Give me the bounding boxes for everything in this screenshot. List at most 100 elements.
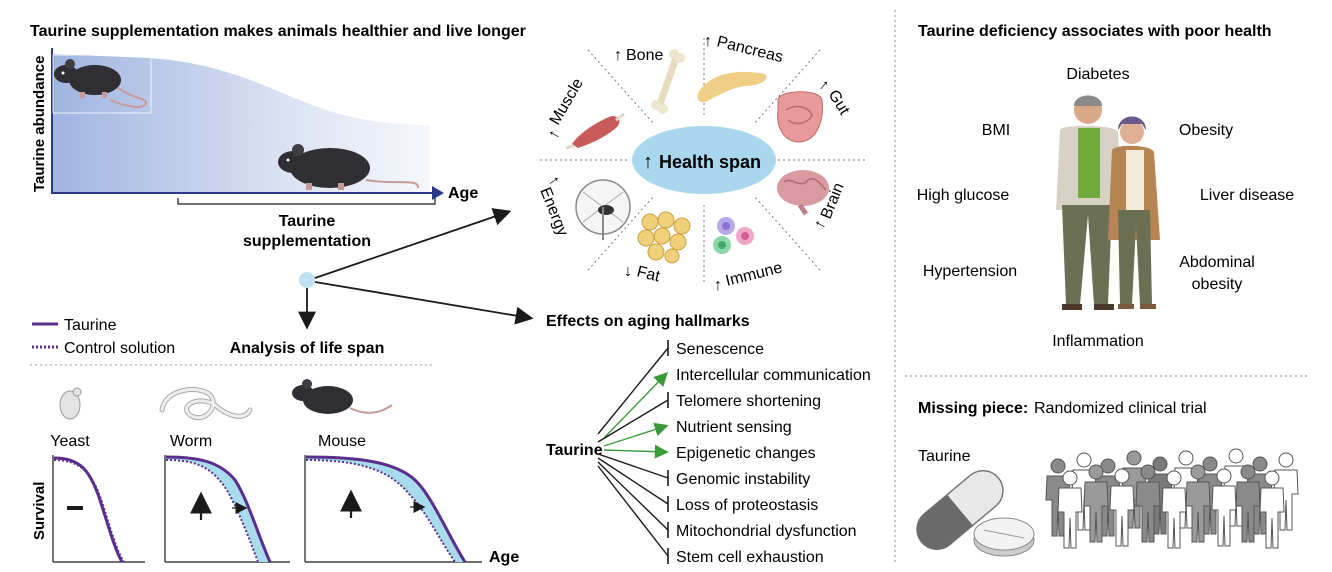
- tablet-icon: [973, 517, 1035, 557]
- person-icon: [1161, 470, 1187, 549]
- hallmark-connector: [603, 422, 669, 447]
- supplementation-label-1: Taurine: [279, 213, 336, 230]
- capsule-icon: [916, 469, 1004, 551]
- person-icon: [1185, 464, 1211, 543]
- organ-label-pancreas: Pancreas: [715, 33, 785, 66]
- person-icon: [1057, 470, 1083, 549]
- left-panel-title: Taurine supplementation makes animals he…: [30, 23, 526, 40]
- immune-cells-icon: [713, 217, 754, 254]
- supplementation-label-2: supplementation: [243, 233, 371, 250]
- person-icon: [1235, 464, 1261, 543]
- hallmark-connector: [597, 399, 669, 443]
- condition-liver-disease: Liver disease: [1200, 187, 1294, 204]
- couple-illustration: [1056, 95, 1160, 310]
- arrow-to-hallmarks: [314, 281, 534, 325]
- hallmark-lines: [597, 340, 669, 564]
- condition-high-glucose: High glucose: [917, 187, 1010, 204]
- hallmark-connector: [603, 371, 668, 439]
- organ-arrow-fat: ↓: [624, 263, 632, 280]
- lifespan-title: Analysis of life span: [230, 340, 385, 357]
- organ-arrow-pancreas: ↑: [704, 33, 712, 50]
- person-icon: [1083, 464, 1109, 543]
- crowd-illustration: [1045, 448, 1299, 549]
- organ-label-energy: Energy: [536, 185, 571, 238]
- person-icon: [1109, 468, 1135, 547]
- right-panel-title: Taurine deficiency associates with poor …: [918, 23, 1272, 40]
- yeast-icon: [59, 387, 82, 420]
- healthspan-arrow: ↑: [643, 151, 653, 173]
- person-icon: [1211, 468, 1237, 547]
- supplementation-bracket: [177, 198, 436, 205]
- organ-arrow-bone: ↑: [614, 47, 622, 64]
- organ-arrow-gut: ↑: [815, 76, 832, 94]
- condition-inflammation: Inflammation: [1052, 333, 1144, 350]
- organ-label-bone: Bone: [626, 47, 663, 64]
- fat-cells-icon: [637, 211, 691, 264]
- hallmark-connector: [597, 465, 669, 557]
- condition-abdominal-1: Abdominal: [1179, 254, 1255, 271]
- hallmark-item-label: Mitochondrial dysfunction: [676, 523, 857, 540]
- pill-label: Taurine: [918, 448, 971, 465]
- person-icon: [1135, 464, 1161, 543]
- hallmark-connector: [597, 453, 669, 479]
- survival-plot-yeast: [52, 455, 145, 563]
- branch-node: [299, 272, 315, 288]
- healthspan-label: Health span: [659, 152, 761, 172]
- condition-abdominal-2: obesity: [1192, 276, 1243, 293]
- survival-plot-mouse: [304, 455, 482, 563]
- condition-bmi: BMI: [982, 122, 1010, 139]
- organ-label-muscle: Muscle: [547, 76, 587, 128]
- legend-taurine: Taurine: [64, 317, 117, 334]
- brain-icon: [777, 170, 829, 216]
- hallmark-item-label: Stem cell exhaustion: [676, 549, 824, 566]
- no-change-marker: [67, 506, 83, 510]
- organ-arrow-muscle: ↑: [545, 127, 564, 142]
- survival-plot-worm: [164, 455, 290, 563]
- abundance-chart: Age Taurine abundance: [31, 48, 478, 202]
- abundance-y-label: Taurine abundance: [31, 56, 48, 192]
- hallmark-item-label: Intercellular communication: [676, 367, 871, 384]
- bone-icon: [651, 49, 685, 114]
- organ-label-fat: Fat: [635, 263, 662, 285]
- hallmark-connector: [597, 347, 669, 435]
- hallmark-item-label: Epigenetic changes: [676, 445, 816, 462]
- x-axis-arrowhead: [432, 186, 444, 200]
- abundance-x-label: Age: [448, 185, 478, 202]
- condition-hypertension: Hypertension: [923, 263, 1017, 280]
- organ-arrow-immune: ↑: [714, 277, 722, 294]
- legend-control: Control solution: [64, 340, 175, 357]
- worm-icon: [159, 387, 253, 420]
- hallmark-item-label: Nutrient sensing: [676, 419, 792, 436]
- hallmark-connector: [597, 461, 669, 531]
- survival-y-label: Survival: [31, 482, 48, 540]
- arrow-to-healthspan: [314, 208, 512, 279]
- health-wheel: ↑ Health span: [536, 33, 868, 294]
- organ-label-gut: Gut: [825, 87, 853, 118]
- organism-label-mouse: Mouse: [318, 433, 366, 450]
- hallmarks-title: Effects on aging hallmarks: [546, 313, 750, 330]
- missing-piece-text: Randomized clinical trial: [1034, 400, 1207, 417]
- healthspan-ellipse: [632, 126, 776, 194]
- organ-label-immune: Immune: [724, 259, 784, 290]
- condition-obesity: Obesity: [1179, 122, 1233, 139]
- organism-label-yeast: Yeast: [50, 433, 90, 450]
- survival-x-label: Age: [489, 549, 519, 566]
- hallmark-item-label: Loss of proteostasis: [676, 497, 818, 514]
- organism-label-worm: Worm: [170, 433, 212, 450]
- person-icon: [1259, 470, 1285, 549]
- mouse-small-icon: [292, 379, 393, 414]
- muscle-icon: [565, 112, 625, 150]
- hallmark-connector: [597, 457, 669, 505]
- hallmark-connector: [603, 444, 669, 459]
- gut-icon: [777, 91, 823, 143]
- hallmark-item-label: Senescence: [676, 341, 764, 358]
- hallmark-item-label: Telomere shortening: [676, 393, 821, 410]
- hallmark-item-label: Genomic instability: [676, 471, 810, 488]
- old-mouse-icon: [278, 144, 419, 190]
- hallmarks-source-label: Taurine: [546, 442, 603, 459]
- young-mouse-icon: [54, 59, 147, 108]
- young-mouse-frame: [52, 54, 152, 114]
- missing-piece-label: Missing piece:: [918, 400, 1028, 417]
